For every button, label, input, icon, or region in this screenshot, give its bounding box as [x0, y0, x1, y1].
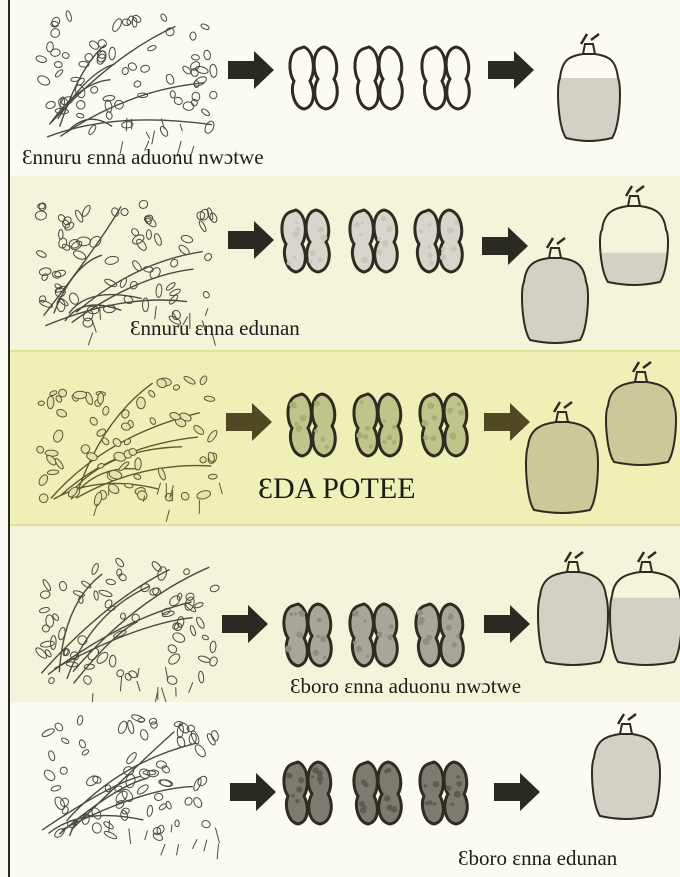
stage-row-3-optimal: ƐDA POTEE — [10, 350, 680, 526]
peanut-pod-icon — [286, 392, 337, 458]
sack-icon — [525, 401, 599, 514]
peanut-pod-icon — [418, 392, 469, 458]
peanut-pod-icon — [352, 760, 403, 826]
stage-caption: Ɛnnuru ɛnna aduonu nwɔtwe — [22, 145, 264, 169]
peanut-pod-icon — [348, 208, 399, 274]
peanut-plant-icon — [36, 375, 223, 522]
sack-icon — [557, 33, 621, 142]
arrow-icon — [228, 221, 274, 259]
row-illustration — [34, 185, 669, 346]
arrow-icon — [494, 773, 540, 811]
arrow-icon — [222, 605, 268, 643]
peanut-pod-icon — [280, 208, 331, 274]
row-illustration — [36, 361, 677, 522]
stage-caption: Ɛboro ɛnna aduonu nwɔtwe — [290, 674, 522, 698]
stage-row-2: Ɛnnuru ɛnna edunan — [10, 176, 680, 350]
row-illustration — [35, 10, 621, 157]
left-rule — [8, 0, 10, 877]
stage-caption: Ɛboro ɛnna edunan — [458, 846, 618, 870]
stage-row-4: Ɛboro ɛnna aduonu nwɔtwe — [10, 526, 680, 702]
peanut-pod-icon — [353, 45, 404, 111]
sack-icon — [537, 551, 609, 666]
peanut-pod-icon — [352, 392, 403, 458]
sack-icon — [591, 713, 661, 820]
sack-icon — [599, 185, 669, 286]
peanut-pod-icon — [288, 45, 339, 111]
peanut-pod-icon — [282, 602, 333, 668]
peanut-pod-icon — [414, 602, 465, 668]
row-illustration — [41, 713, 661, 860]
peanut-plant-icon — [34, 199, 218, 346]
stage-caption: ƐDA POTEE — [258, 472, 416, 505]
peanut-pod-icon — [413, 208, 464, 274]
peanut-pod-icon — [418, 760, 469, 826]
peanut-plant-icon — [35, 557, 220, 702]
arrow-icon — [230, 773, 276, 811]
arrow-icon — [226, 403, 272, 441]
arrow-icon — [484, 605, 530, 643]
peanut-plant-icon — [35, 10, 218, 157]
arrow-icon — [482, 227, 528, 265]
row-illustration — [35, 551, 680, 702]
arrow-icon — [484, 403, 530, 441]
stage-caption: Ɛnnuru ɛnna edunan — [130, 316, 300, 340]
arrow-icon — [228, 51, 274, 89]
sack-icon — [521, 237, 589, 344]
stage-row-5: Ɛboro ɛnna edunan — [10, 702, 680, 877]
sack-icon — [605, 361, 677, 466]
arrow-icon — [488, 51, 534, 89]
sack-icon — [609, 551, 680, 666]
peanut-pod-icon — [282, 760, 333, 826]
peanut-pod-icon — [420, 45, 471, 111]
stage-row-1: Ɛnnuru ɛnna aduonu nwɔtwe — [10, 0, 680, 176]
peanut-plant-icon — [41, 714, 221, 860]
peanut-pod-icon — [348, 602, 399, 668]
